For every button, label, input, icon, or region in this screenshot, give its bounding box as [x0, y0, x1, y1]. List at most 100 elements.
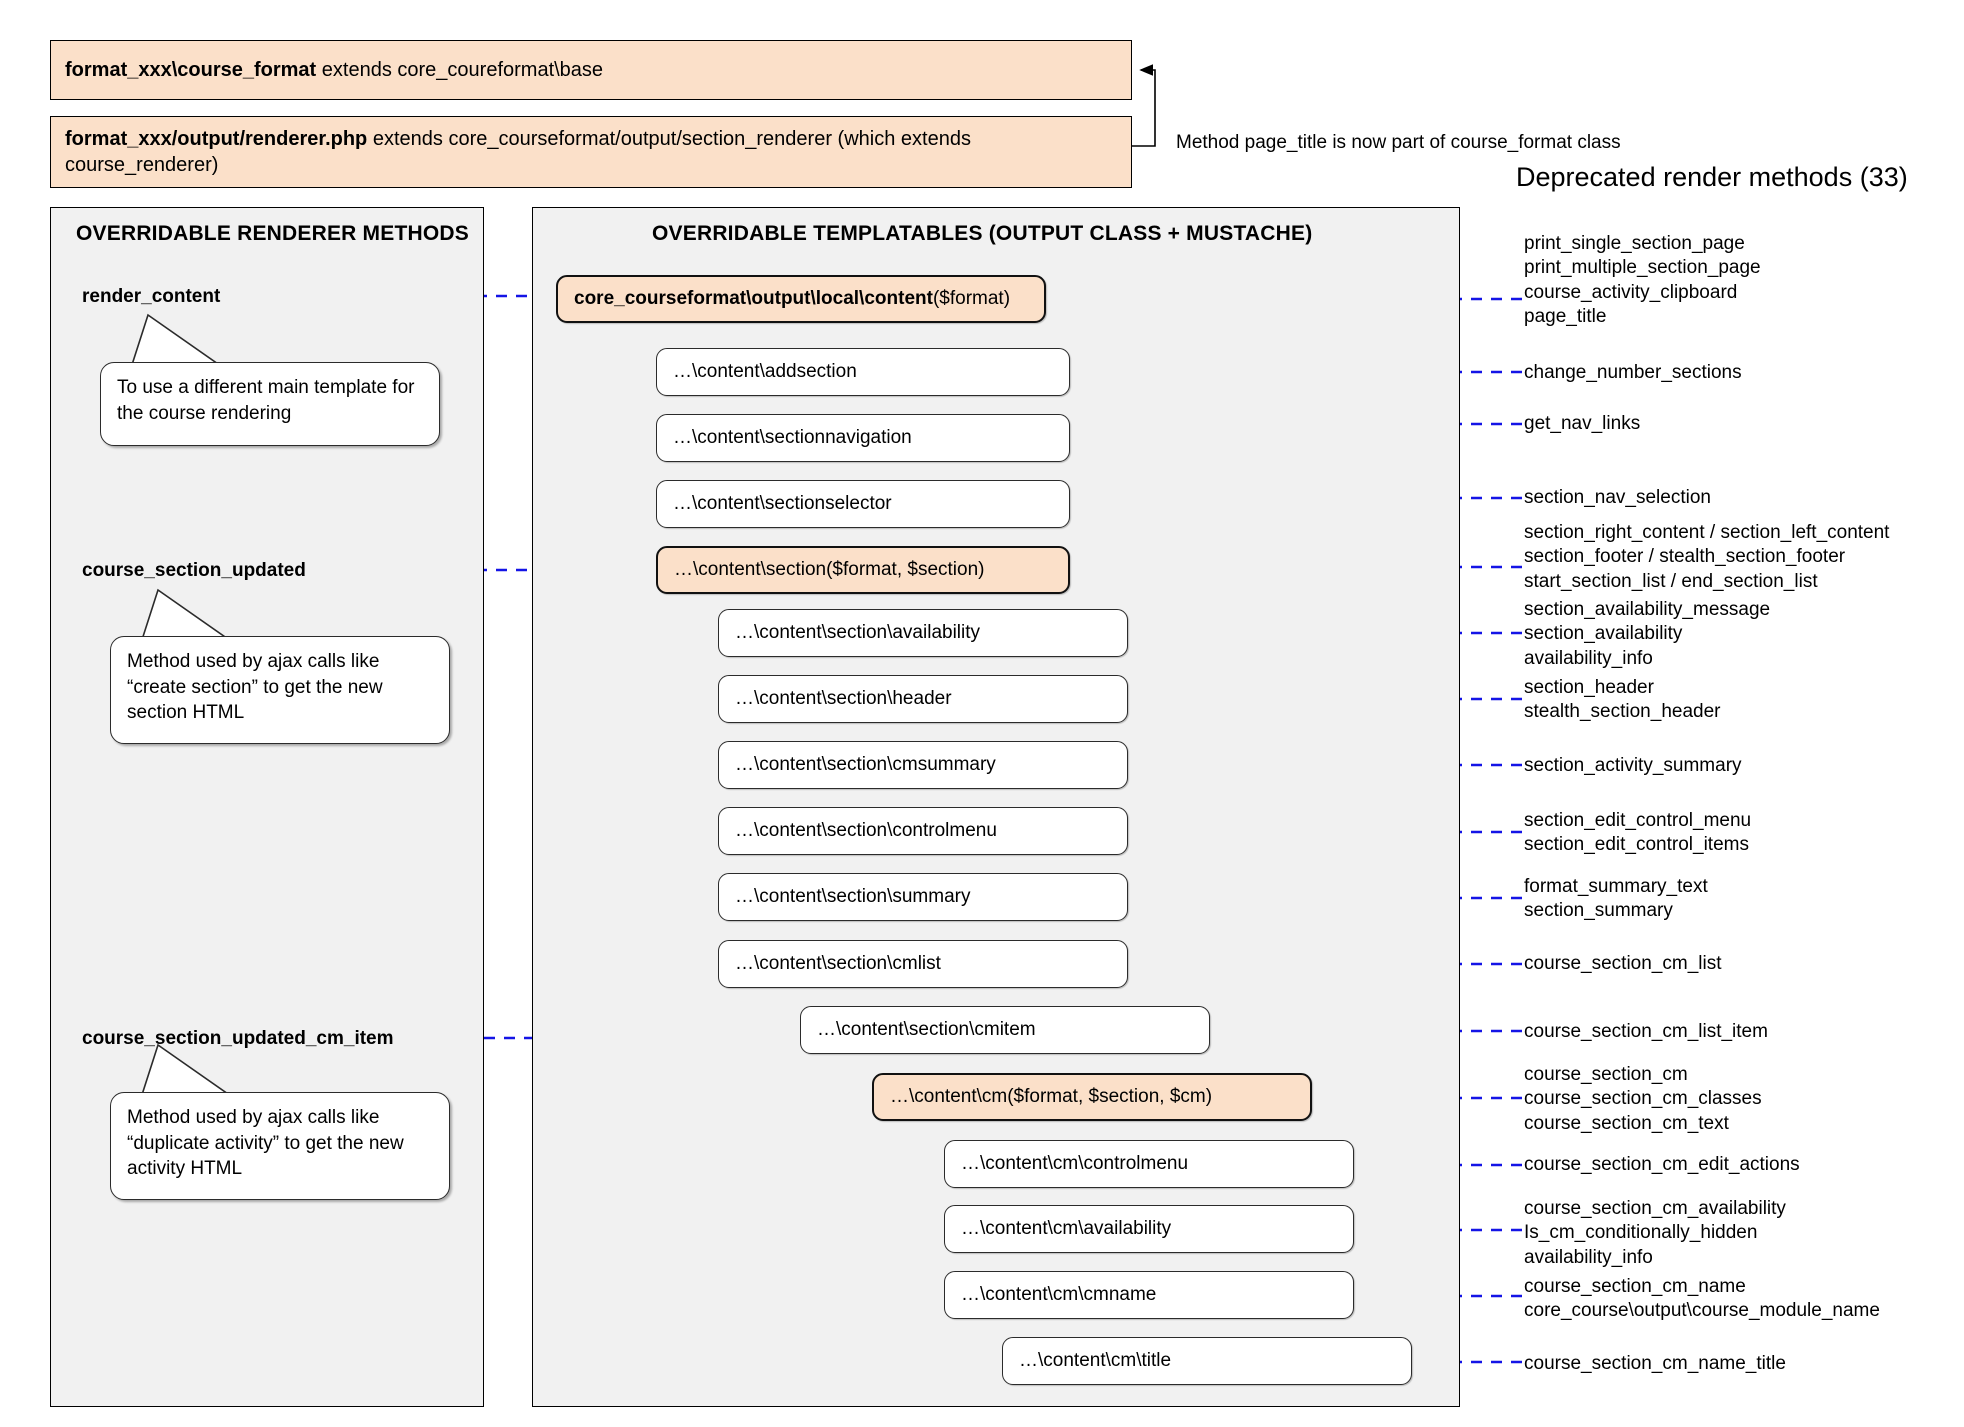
templatable-lead: core_courseformat\output\local\content — [574, 288, 933, 309]
templatable-section-summary[interactable]: …\content\section\summary — [718, 873, 1128, 921]
templatable-sectionselector[interactable]: …\content\sectionselector — [656, 480, 1070, 528]
templatable-lead: …\content\section\summary — [735, 886, 971, 907]
templatable-content[interactable]: core_courseformat\output\local\content (… — [556, 275, 1046, 323]
callout-line: “create section” to get the new — [127, 676, 383, 698]
renderer-method-course-section-updated-cm-item[interactable]: course_section_updated_cm_item — [82, 1028, 394, 1049]
deprecated-group-1: change_number_sections — [1524, 361, 1742, 385]
templatable-addsection[interactable]: …\content\addsection — [656, 348, 1070, 396]
deprecated-group-14: course_section_cm_availability Is_cm_con… — [1524, 1197, 1786, 1270]
deprecated-method: course_section_cm_list_item — [1524, 1021, 1768, 1042]
course-format-class-rest: extends core_coureformat\base — [316, 59, 604, 81]
callout-line: section HTML — [127, 702, 245, 724]
deprecated-group-0: print_single_section_page print_multiple… — [1524, 232, 1761, 329]
course-format-class-box: format_xxx\course_format extends core_co… — [50, 40, 1132, 100]
templatable-lead: …\content\section\controlmenu — [735, 820, 997, 841]
deprecated-method: course_section_cm_name — [1524, 1276, 1746, 1297]
callout-line: Method used by ajax calls like — [127, 651, 380, 672]
templatable-lead: …\content\section\cmlist — [735, 953, 941, 974]
deprecated-method: section_footer / stealth_section_footer — [1524, 546, 1846, 568]
templatable-args: ($format, $section) — [826, 559, 985, 580]
deprecated-method: section_summary — [1524, 900, 1673, 922]
deprecated-method: section_edit_control_items — [1524, 834, 1749, 856]
renderer-php-rest: extends core_courseformat/output/section… — [65, 128, 971, 176]
deprecated-method: course_section_cm — [1524, 1064, 1688, 1085]
callout-course-section-updated-cm-item: Method used by ajax calls like “duplicat… — [110, 1092, 450, 1200]
renderer-method-course-section-updated[interactable]: course_section_updated — [82, 560, 306, 581]
deprecated-method: availability_info — [1524, 1246, 1653, 1268]
templatable-args: ($format) — [932, 288, 1011, 309]
templatable-lead: …\content\cm\cmname — [961, 1284, 1157, 1305]
deprecated-method: course_section_cm_list — [1524, 953, 1722, 974]
renderer-php-bold: format_xxx/output/renderer.php — [65, 128, 368, 150]
deprecated-method: course_section_cm_availability — [1524, 1198, 1786, 1219]
templatable-lead: …\content\section — [674, 559, 827, 580]
deprecated-method: stealth_section_header — [1524, 701, 1721, 723]
deprecated-method: section_right_content / section_left_con… — [1524, 522, 1890, 543]
templatable-cm-controlmenu[interactable]: …\content\cm\controlmenu — [944, 1140, 1354, 1188]
deprecated-group-13: course_section_cm_edit_actions — [1524, 1153, 1800, 1177]
templatable-cm-cmname[interactable]: …\content\cm\cmname — [944, 1271, 1354, 1319]
templatable-sectionnavigation[interactable]: …\content\sectionnavigation — [656, 414, 1070, 462]
deprecated-method: section_nav_selection — [1524, 487, 1711, 508]
templatable-lead: …\content\section\header — [735, 688, 952, 709]
deprecated-group-4: section_right_content / section_left_con… — [1524, 521, 1889, 594]
callout-line: the course rendering — [117, 402, 292, 424]
deprecated-method: start_section_list / end_section_list — [1524, 570, 1818, 592]
templatable-lead: …\content\section\cmitem — [817, 1019, 1036, 1040]
deprecated-group-7: section_activity_summary — [1524, 754, 1742, 778]
templatable-lead: …\content\section\availability — [735, 622, 981, 643]
deprecated-method: availability_info — [1524, 647, 1653, 669]
deprecated-group-9: format_summary_text section_summary — [1524, 875, 1708, 924]
deprecated-group-12: course_section_cm course_section_cm_clas… — [1524, 1063, 1762, 1136]
renderer-method-render-content[interactable]: render_content — [82, 286, 221, 307]
deprecated-method: print_multiple_section_page — [1524, 257, 1761, 279]
templatable-lead: …\content\sectionselector — [673, 493, 892, 514]
left-panel-title: OVERRIDABLE RENDERER METHODS — [76, 222, 469, 245]
callout-line: activity HTML — [127, 1158, 243, 1180]
templatable-lead: …\content\sectionnavigation — [673, 427, 912, 448]
deprecated-group-3: section_nav_selection — [1524, 486, 1711, 510]
templatable-lead: …\content\cm — [890, 1086, 1008, 1107]
templatable-cm-title[interactable]: …\content\cm\title — [1002, 1337, 1412, 1385]
deprecated-method: course_section_cm_name_title — [1524, 1353, 1786, 1374]
templatable-section[interactable]: …\content\section ($format, $section) — [656, 546, 1070, 594]
deprecated-method: section_activity_summary — [1524, 755, 1742, 776]
callout-line: Method used by ajax calls like — [127, 1107, 380, 1128]
templatable-lead: …\content\cm\title — [1019, 1350, 1172, 1371]
deprecated-group-5: section_availability_message section_ava… — [1524, 598, 1770, 671]
deprecated-method: change_number_sections — [1524, 362, 1742, 383]
course-format-class-bold: format_xxx\course_format — [65, 59, 317, 81]
templatable-section-cmsummary[interactable]: …\content\section\cmsummary — [718, 741, 1128, 789]
center-panel-title: OVERRIDABLE TEMPLATABLES (OUTPUT CLASS +… — [652, 222, 1313, 245]
deprecated-method: section_header — [1524, 677, 1654, 698]
callout-render-content: To use a different main template for the… — [100, 362, 440, 446]
templatable-section-cmlist[interactable]: …\content\section\cmlist — [718, 940, 1128, 988]
deprecated-group-15: course_section_cm_name core_course\outpu… — [1524, 1275, 1880, 1324]
page-title-note: Method page_title is now part of course_… — [1176, 132, 1621, 153]
deprecated-group-2: get_nav_links — [1524, 412, 1640, 436]
templatable-cm-availability[interactable]: …\content\cm\availability — [944, 1205, 1354, 1253]
deprecated-method: section_edit_control_menu — [1524, 810, 1752, 831]
deprecated-method: course_section_cm_text — [1524, 1112, 1729, 1134]
deprecated-method: get_nav_links — [1524, 413, 1641, 434]
callout-course-section-updated: Method used by ajax calls like “create s… — [110, 636, 450, 744]
deprecated-method: print_single_section_page — [1524, 233, 1745, 254]
templatable-lead: …\content\cm\controlmenu — [961, 1153, 1189, 1174]
templatable-section-availability[interactable]: …\content\section\availability — [718, 609, 1128, 657]
templatable-section-header[interactable]: …\content\section\header — [718, 675, 1128, 723]
deprecated-method: page_title — [1524, 305, 1607, 327]
deprecated-method: format_summary_text — [1524, 876, 1708, 897]
deprecated-group-11: course_section_cm_list_item — [1524, 1020, 1768, 1044]
deprecated-method: Is_cm_conditionally_hidden — [1524, 1222, 1758, 1244]
renderer-php-class-box: format_xxx/output/renderer.php extends c… — [50, 116, 1132, 188]
templatable-section-controlmenu[interactable]: …\content\section\controlmenu — [718, 807, 1128, 855]
templatable-lead: …\content\addsection — [673, 361, 857, 382]
deprecated-group-10: course_section_cm_list — [1524, 952, 1721, 976]
deprecated-group-16: course_section_cm_name_title — [1524, 1352, 1786, 1376]
right-panel-title: Deprecated render methods (33) — [1516, 162, 1908, 192]
templatable-cm[interactable]: …\content\cm ($format, $section, $cm) — [872, 1073, 1312, 1121]
templatable-args: ($format, $section, $cm) — [1007, 1086, 1213, 1107]
templatable-section-cmitem[interactable]: …\content\section\cmitem — [800, 1006, 1210, 1054]
deprecated-method: course_section_cm_classes — [1524, 1088, 1762, 1110]
